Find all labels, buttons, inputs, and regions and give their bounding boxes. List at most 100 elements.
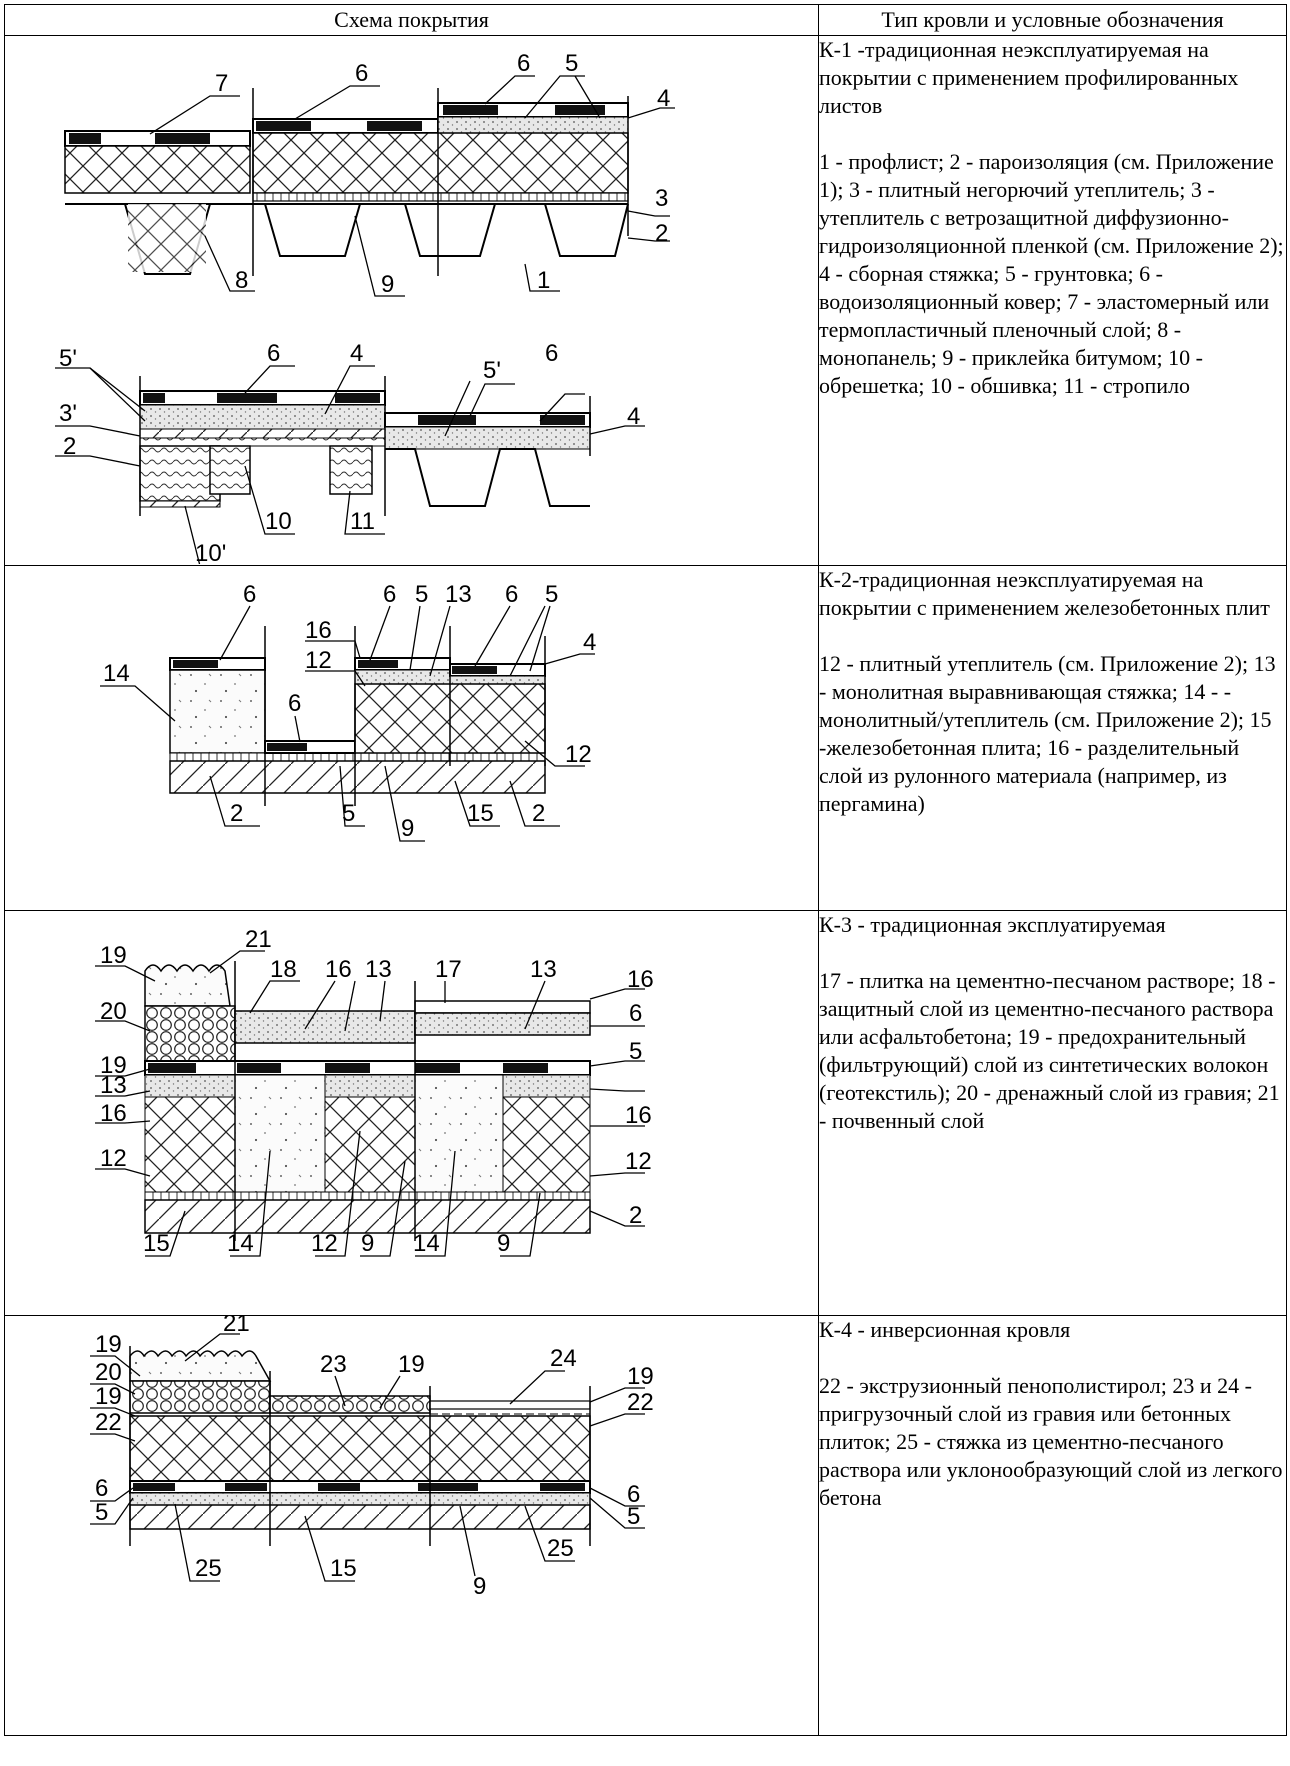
k2-label: 6: [288, 690, 301, 717]
k3-label: 14: [413, 1230, 440, 1257]
k1-label: 3': [59, 400, 77, 427]
k4-label: 6: [95, 1475, 108, 1502]
k1-label: 6: [267, 340, 280, 367]
k4-label: 19: [398, 1351, 425, 1378]
k4-label: 6: [627, 1481, 640, 1508]
k4-label: 5: [627, 1503, 640, 1530]
k2-legend: 12 - плитный утеплитель (см. Приложение …: [819, 651, 1276, 816]
k1-diagram: 7 6 6 5 4 3 2 1 9 8: [55, 50, 675, 564]
k1-label: 4: [627, 403, 640, 430]
k3-label: 18: [270, 956, 297, 983]
k3-legend: 17 - плитка на цементно-песчаном раствор…: [819, 968, 1280, 1133]
scheme-k1: 7 6 6 5 4 3 2 1 9 8: [4, 35, 819, 566]
k3-label: 12: [311, 1230, 338, 1257]
text-k1: К-1 -традиционная неэксплуатируемая на п…: [818, 35, 1287, 566]
k4-label: 19: [95, 1383, 122, 1410]
soil-layer: [144, 964, 231, 1007]
k2-label: 2: [532, 800, 545, 827]
k4-label: 25: [195, 1555, 222, 1582]
k1-label: 10: [265, 508, 292, 535]
k3-label: 17: [435, 956, 462, 983]
k3-label: 20: [100, 998, 127, 1025]
k3-label: 12: [625, 1148, 652, 1175]
k4-label: 19: [95, 1331, 122, 1358]
k3-label: 15: [143, 1230, 170, 1257]
row-k1: 7 6 6 5 4 3 2 1 9 8: [4, 35, 1287, 566]
k3-label: 14: [227, 1230, 254, 1257]
text-k2: К-2-традиционная неэксплуатируемая на по…: [818, 565, 1287, 911]
roof-types-table: Схема покрытия Тип кровли и условные обо…: [4, 4, 1287, 1736]
k2-label: 5: [415, 581, 428, 608]
k2-label: 2: [230, 800, 243, 827]
k2-title: К-2-традиционная неэксплуатируемая на по…: [819, 567, 1270, 620]
k1-label: 6: [355, 60, 368, 87]
k2-label: 4: [583, 629, 596, 656]
k4-legend: 22 - экструзионный пенополистирол; 23 и …: [819, 1373, 1283, 1510]
k3-label: 9: [497, 1230, 510, 1257]
k4-label: 24: [550, 1345, 577, 1372]
text-k4: К-4 - инверсионная кровля 22 - экструзио…: [818, 1315, 1287, 1736]
k1-legend: 1 - профлист; 2 - пароизоляция (см. Прил…: [819, 149, 1284, 398]
k1-label: 6: [517, 50, 530, 77]
k4-label: 25: [547, 1535, 574, 1562]
k1-label: 8: [235, 267, 248, 294]
k3-label: 16: [627, 966, 654, 993]
k4-label: 19: [627, 1363, 654, 1390]
k2-label: 14: [103, 660, 130, 687]
k2-label: 6: [243, 581, 256, 608]
membrane-strip: [69, 133, 101, 144]
scheme-k4: 21 19 23 19 24 19 20 22 19 22 6 6 5 5 25…: [4, 1315, 819, 1736]
k2-label: 15: [467, 800, 494, 827]
k1-label: 4: [350, 340, 363, 367]
k3-label: 16: [100, 1100, 127, 1127]
rc-slab: [169, 760, 546, 794]
k4-label: 9: [473, 1573, 486, 1600]
k1-title: К-1 -традиционная неэксплуатируемая на п…: [819, 37, 1239, 118]
scheme-k2: 6 14 6 5 13 6 5 16 12 4 6 12 2 5 9 15 2: [4, 565, 819, 911]
rafter-block: [139, 445, 221, 502]
k2-label: 5: [342, 800, 355, 827]
k1-label-7: 7: [215, 70, 228, 97]
k3-label: 6: [629, 1000, 642, 1027]
k4-label: 15: [330, 1555, 357, 1582]
k4-label: 23: [320, 1351, 347, 1378]
k4-label: 22: [627, 1389, 654, 1416]
k3-label: 13: [100, 1072, 127, 1099]
k3-label: 9: [361, 1230, 374, 1257]
xps-insulation: [129, 1415, 591, 1482]
k3-label: 13: [365, 956, 392, 983]
k3-label: 5: [629, 1038, 642, 1065]
k2-label: 9: [401, 815, 414, 842]
k2-label: 6: [383, 581, 396, 608]
k1-label: 1: [537, 267, 550, 294]
k1-label: 2: [63, 433, 76, 460]
scheme-k3: 19 21 20 18 16 13 17 13 16 6 19 5 13 16 …: [4, 910, 819, 1316]
text-k3: К-3 - традиционная эксплуатируемая 17 - …: [818, 910, 1287, 1316]
row-k3: 19 21 20 18 16 13 17 13 16 6 19 5 13 16 …: [4, 910, 1287, 1316]
k3-label: 12: [100, 1145, 127, 1172]
k2-label: 12: [305, 647, 332, 674]
k3-label: 19: [100, 1052, 127, 1079]
monolithic-insulation: [169, 669, 266, 754]
k2-label: 16: [305, 617, 332, 644]
k2-label: 5: [545, 581, 558, 608]
k1-label: 3: [655, 185, 668, 212]
k1-label: 5': [483, 357, 501, 384]
k3-label: 19: [100, 942, 127, 969]
k3-label: 13: [530, 956, 557, 983]
k1-label: 5': [59, 345, 77, 372]
k3-title: К-3 - традиционная эксплуатируемая: [819, 912, 1166, 937]
header-scheme: Схема покрытия: [4, 4, 819, 36]
profiled-sheet: [65, 203, 629, 275]
k3-label: 16: [325, 956, 352, 983]
k4-label: 22: [95, 1409, 122, 1436]
k3-label: 16: [625, 1102, 652, 1129]
k3-label: 2: [629, 1202, 642, 1229]
row-k2: 6 14 6 5 13 6 5 16 12 4 6 12 2 5 9 15 2 …: [4, 565, 1287, 911]
k4-label: 5: [95, 1499, 108, 1526]
row-k4: 21 19 23 19 24 19 20 22 19 22 6 6 5 5 25…: [4, 1315, 1287, 1736]
k1-label: 5: [565, 50, 578, 77]
k3-label: 21: [245, 926, 272, 953]
k1-label: 11: [350, 508, 375, 535]
insulation-layer: [64, 145, 251, 194]
